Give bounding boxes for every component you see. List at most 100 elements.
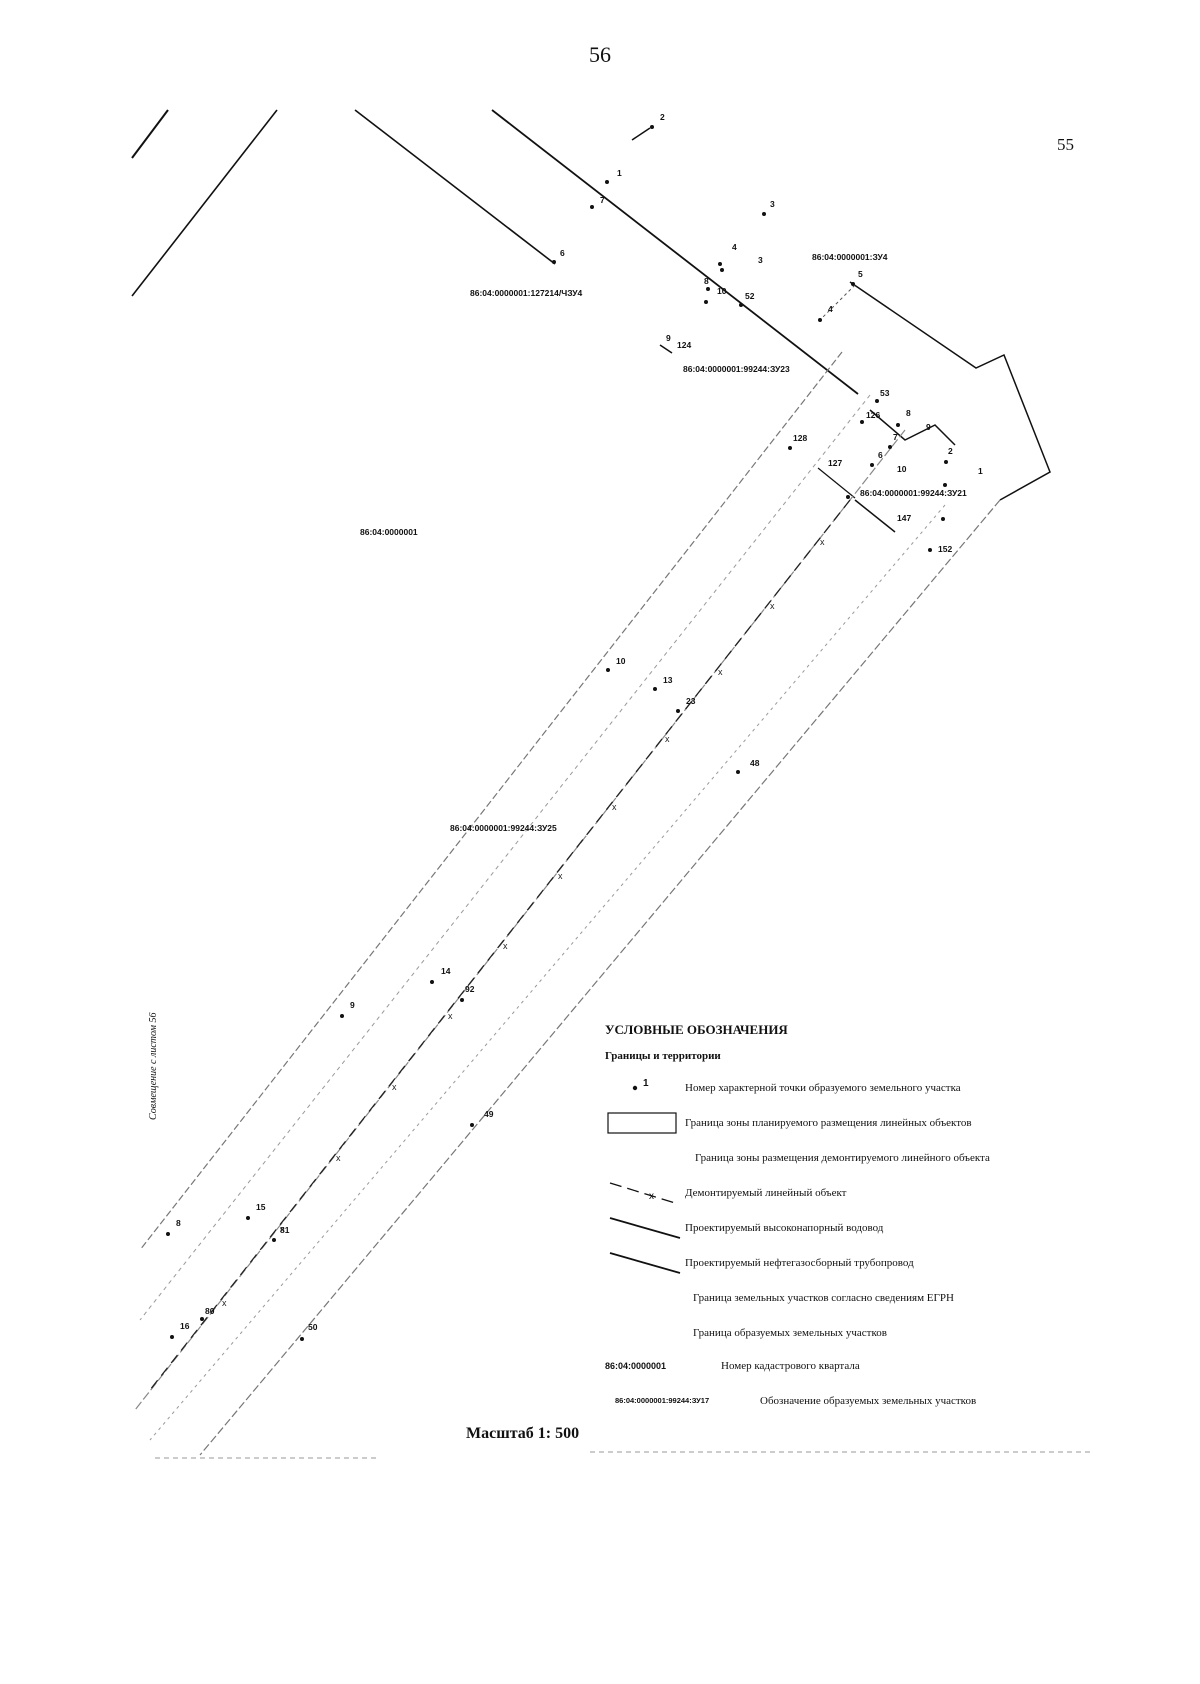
svg-text:x: x xyxy=(558,871,563,881)
svg-text:x: x xyxy=(820,537,825,547)
svg-text:7: 7 xyxy=(893,432,898,442)
svg-text:9: 9 xyxy=(666,333,671,343)
svg-text:9: 9 xyxy=(350,1000,355,1010)
svg-text:4: 4 xyxy=(828,304,833,314)
svg-text:48: 48 xyxy=(750,758,760,768)
svg-text:152: 152 xyxy=(938,544,952,554)
side-note: Совмещение с листом 56 xyxy=(148,1012,159,1121)
svg-text:x: x xyxy=(222,1298,227,1308)
map-line xyxy=(131,109,278,297)
svg-text:23: 23 xyxy=(686,696,696,706)
map-scale: Масштаб 1: 500 xyxy=(466,1425,580,1442)
svg-text:1: 1 xyxy=(643,1078,649,1089)
svg-text:8: 8 xyxy=(906,408,911,418)
svg-text:1: 1 xyxy=(978,466,983,476)
legend-title: УСЛОВНЫЕ ОБОЗНАЧЕНИЯ xyxy=(605,1022,788,1037)
parcel-label: 86:04:0000001:99244:ЗУ25 xyxy=(450,823,557,833)
svg-text:8: 8 xyxy=(704,276,709,286)
svg-text:2: 2 xyxy=(660,112,665,122)
svg-text:15: 15 xyxy=(256,1202,266,1212)
svg-text:8: 8 xyxy=(176,1218,181,1228)
legend-item: Граница зоны планируемого размещения лин… xyxy=(605,1109,1095,1144)
corridor-boundary xyxy=(199,499,1001,1456)
svg-text:6: 6 xyxy=(878,450,883,460)
svg-text:126: 126 xyxy=(866,410,880,420)
point-labels: 2 1 7 6 3 4 3 8 10 52 5 4 9 124 53 126 8… xyxy=(176,112,983,1332)
svg-text:49: 49 xyxy=(484,1109,494,1119)
svg-text:50: 50 xyxy=(308,1322,318,1332)
svg-text:1: 1 xyxy=(617,168,622,178)
svg-text:10: 10 xyxy=(897,464,907,474)
svg-text:81: 81 xyxy=(280,1225,290,1235)
corridor-boundary xyxy=(149,504,946,1441)
svg-text:3: 3 xyxy=(770,199,775,209)
svg-text:x: x xyxy=(649,1191,654,1202)
svg-text:6: 6 xyxy=(560,248,565,258)
map-line xyxy=(659,344,673,354)
legend-item: Граница образуемых земельных участков xyxy=(693,1327,887,1339)
svg-text:80: 80 xyxy=(205,1306,215,1316)
map-line xyxy=(854,499,896,533)
parcel-label: 86:04:0000001:99244:ЗУ21 xyxy=(860,488,967,498)
svg-text:52: 52 xyxy=(745,291,755,301)
svg-text:127: 127 xyxy=(828,458,842,468)
map-line xyxy=(354,109,556,265)
svg-text:x: x xyxy=(392,1082,397,1092)
parcel-label: 86:04:0000001:127214/ЧЗУ4 xyxy=(470,288,582,298)
legend-item: 86:04:0000001:99244:ЗУ17 Обозначение обр… xyxy=(615,1395,977,1407)
map-line xyxy=(491,109,859,395)
parcel-code: 86:04:0000001:99244:ЗУ17 xyxy=(615,1396,710,1405)
quarter-code: 86:04:0000001 xyxy=(605,1361,667,1371)
svg-text:2: 2 xyxy=(948,446,953,456)
legend-item: Проектируемый высоконапорный водовод xyxy=(605,1214,1095,1249)
svg-text:10: 10 xyxy=(616,656,626,666)
parcel-label: 86:04:0000001:99244:ЗУ23 xyxy=(683,364,790,374)
legend-subtitle: Границы и территории xyxy=(605,1050,721,1062)
box-symbol xyxy=(605,1109,683,1135)
parcel-label: 86:04:0000001:ЗУ4 xyxy=(812,252,888,262)
svg-text:4: 4 xyxy=(732,242,737,252)
svg-text:x: x xyxy=(665,734,670,744)
svg-text:3: 3 xyxy=(758,255,763,265)
page-number: 56 xyxy=(589,42,611,67)
svg-text:10: 10 xyxy=(717,286,727,296)
inner-boundary xyxy=(869,409,956,446)
svg-text:92: 92 xyxy=(465,984,475,994)
characteristic-points xyxy=(166,125,948,1341)
svg-text:x: x xyxy=(718,667,723,677)
dash-x-symbol: x xyxy=(605,1179,683,1205)
svg-text:x: x xyxy=(280,1224,285,1234)
legend-item: x Демонтируемый линейный объект xyxy=(605,1179,1095,1214)
svg-text:7: 7 xyxy=(600,195,605,205)
legend-item: Проектируемый нефтегазосборный трубопров… xyxy=(605,1249,1095,1284)
dismantled-object xyxy=(149,499,851,1391)
line-symbol xyxy=(605,1214,683,1240)
legend-item: 1 Номер характерной точки образуемого зе… xyxy=(605,1074,1095,1109)
line-symbol xyxy=(605,1249,683,1275)
svg-text:x: x xyxy=(770,601,775,611)
point-symbol: 1 xyxy=(605,1074,683,1100)
svg-text:x: x xyxy=(336,1153,341,1163)
svg-text:x: x xyxy=(612,802,617,812)
svg-text:13: 13 xyxy=(663,675,673,685)
svg-text:14: 14 xyxy=(441,966,451,976)
legend-item: 86:04:0000001 Номер кадастрового квартал… xyxy=(605,1360,860,1372)
dismantled-object-marks: x x x x x x x x x x x x xyxy=(222,537,825,1308)
svg-text:5: 5 xyxy=(858,269,863,279)
legend: УСЛОВНЫЕ ОБОЗНАЧЕНИЯ Границы и территори… xyxy=(605,1022,1095,1424)
svg-text:16: 16 xyxy=(180,1321,190,1331)
right-polygon xyxy=(849,281,1051,501)
svg-text:9: 9 xyxy=(926,422,931,432)
map-line xyxy=(131,109,169,159)
svg-text:124: 124 xyxy=(677,340,691,350)
svg-text:x: x xyxy=(448,1011,453,1021)
legend-item: Граница земельных участков согласно свед… xyxy=(693,1292,954,1304)
map-line xyxy=(817,467,856,499)
map-line xyxy=(817,284,856,323)
map-line xyxy=(631,127,651,141)
svg-text:x: x xyxy=(503,941,508,951)
svg-text:128: 128 xyxy=(793,433,807,443)
sheet-reference: 55 xyxy=(1057,135,1074,154)
svg-text:147: 147 xyxy=(897,513,911,523)
